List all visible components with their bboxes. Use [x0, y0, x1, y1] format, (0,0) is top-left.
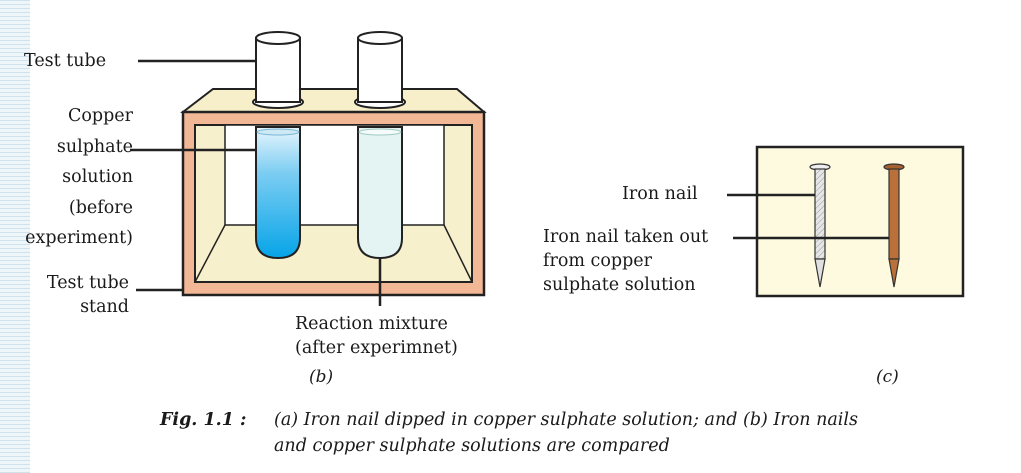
test-tube-reaction-mixture — [357, 31, 403, 260]
caption-line-1: (a) Iron nail dipped in copper sulphate … — [274, 410, 858, 430]
label-nail-taken-out-3: sulphate solution — [543, 275, 696, 295]
label-copper-5: experiment) — [25, 228, 133, 248]
label-copper-2: sulphate — [56, 137, 133, 157]
panel-tag-b: (b) — [309, 367, 334, 387]
label-copper-3: solution — [62, 167, 133, 187]
label-stand-2: stand — [80, 297, 129, 317]
copper-sulphate-solution — [255, 126, 301, 260]
copper-coated-iron-nail — [883, 163, 905, 288]
test-tube-stand — [180, 88, 487, 297]
stand-top-surface — [180, 88, 487, 113]
reaction-mixture-liquid — [357, 126, 403, 260]
decorative-side-band — [0, 0, 30, 473]
label-copper-4: (before — [68, 198, 133, 218]
label-nail-taken-out-2: from copper — [543, 251, 652, 271]
panel-tag-c: (c) — [876, 367, 899, 387]
label-test-tube: Test tube — [24, 51, 107, 71]
figure-number: Fig. 1.1 : — [160, 410, 247, 430]
clean-iron-nail — [809, 163, 831, 288]
nail-panel — [755, 145, 965, 298]
caption-text: (a) Iron nail dipped in copper sulphate … — [274, 407, 974, 459]
label-reaction-mixture-2: (after experimnet) — [295, 338, 458, 358]
label-nail-taken-out-1: Iron nail taken out — [543, 227, 709, 247]
caption-line-2: and copper sulphate solutions are compar… — [274, 436, 670, 456]
label-reaction-mixture-1: Reaction mixture — [295, 314, 448, 334]
label-iron-nail: Iron nail — [622, 184, 698, 204]
test-tube-copper-sulphate — [255, 31, 301, 260]
label-stand-1: Test tube — [46, 273, 129, 293]
label-copper-1: Copper — [67, 106, 133, 126]
